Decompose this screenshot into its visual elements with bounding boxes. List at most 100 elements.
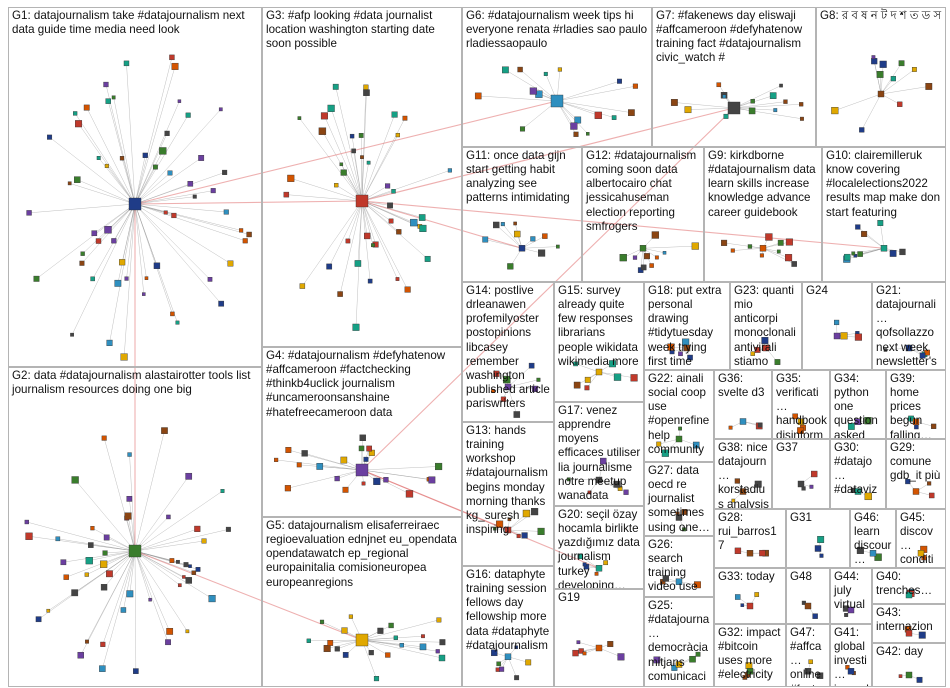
node-g3-11[interactable] [358,133,364,138]
hub-node-g10[interactable] [880,245,888,252]
node-g30-0[interactable] [864,492,872,501]
node-g22-3[interactable] [678,426,682,431]
node-g5-19[interactable] [421,634,425,639]
node-g4-8[interactable] [285,447,292,453]
node-g12-9[interactable] [640,264,647,271]
node-g4-2[interactable] [373,477,381,485]
node-g4-10[interactable] [316,463,324,470]
node-g3-8[interactable] [396,229,402,235]
node-g6-15[interactable] [517,66,523,73]
node-g2-26[interactable] [71,476,79,484]
node-g16-4[interactable] [525,659,532,666]
node-g3-21[interactable] [367,278,373,284]
node-g1-5[interactable] [239,228,244,233]
node-g1-23[interactable] [246,231,252,238]
node-g13-5[interactable] [522,509,531,518]
node-g14-2[interactable] [528,362,535,369]
node-g1-4[interactable] [207,277,213,282]
node-g5-12[interactable] [388,622,394,629]
node-g19-1[interactable] [576,640,581,645]
node-g5-15[interactable] [436,617,442,623]
node-g12-6[interactable] [619,254,627,262]
node-g12-7[interactable] [691,242,699,250]
node-g2-48[interactable] [85,557,93,565]
node-g3-22[interactable] [339,162,344,167]
node-g12-4[interactable] [649,263,654,268]
node-g6-16[interactable] [570,122,578,130]
node-g10-2[interactable] [889,250,897,257]
hub-node-g22[interactable] [675,435,683,443]
node-g2-6[interactable] [208,595,216,603]
node-g43-1[interactable] [918,631,926,639]
node-g3-35[interactable] [360,155,364,160]
node-g7-5[interactable] [779,83,783,88]
node-g2-31[interactable] [191,570,197,575]
node-g47-1[interactable] [816,672,824,679]
node-g17-0[interactable] [600,457,607,465]
hub-node-g39[interactable] [912,418,920,425]
node-g3-5[interactable] [410,218,418,227]
node-g3-39[interactable] [395,277,400,281]
node-g3-26[interactable] [395,132,400,138]
node-g9-4[interactable] [776,249,781,254]
node-g6-4[interactable] [611,115,617,120]
node-g8-0[interactable] [879,60,887,68]
node-g1-18[interactable] [242,238,248,244]
node-g9-1[interactable] [747,244,753,249]
node-g10-6[interactable] [857,251,863,257]
node-g1-9[interactable] [75,120,83,128]
node-g6-12[interactable] [594,111,602,119]
node-g9-7[interactable] [721,239,728,246]
hub-node-g16[interactable] [504,653,512,660]
node-g1-15[interactable] [124,276,129,281]
node-g16-6[interactable] [499,666,505,672]
node-g15-1[interactable] [584,385,590,391]
node-g14-6[interactable] [531,385,539,392]
hub-node-g13[interactable] [504,526,512,534]
node-g20-2[interactable] [582,562,587,567]
node-g1-43[interactable] [33,275,40,282]
node-g41-0[interactable] [845,665,850,670]
hub-node-g42[interactable] [905,671,913,679]
node-g6-13[interactable] [502,66,509,74]
hub-node-g9[interactable] [759,245,767,252]
node-g2-32[interactable] [71,589,79,597]
node-g1-35[interactable] [227,260,234,267]
node-g1-26[interactable] [153,262,161,269]
node-g7-6[interactable] [722,94,727,99]
hub-node-g33[interactable] [746,602,754,610]
node-g1-25[interactable] [142,292,146,296]
node-g8-9[interactable] [859,127,865,133]
node-g2-42[interactable] [124,512,132,520]
node-g1-30[interactable] [106,339,113,346]
node-g42-0[interactable] [916,676,923,683]
node-g1-52[interactable] [223,209,229,215]
hub-node-g27[interactable] [675,514,683,521]
node-g18-4[interactable] [667,343,675,351]
node-g2-10[interactable] [169,558,175,563]
node-g26-0[interactable] [694,581,701,589]
node-g2-1[interactable] [77,651,84,659]
node-g10-9[interactable] [844,253,851,261]
node-g3-33[interactable] [364,232,371,240]
node-g32-1[interactable] [742,675,748,680]
node-g3-25[interactable] [326,263,333,270]
hub-node-g11[interactable] [518,245,526,252]
node-g1-50[interactable] [171,212,177,219]
node-g38-1[interactable] [754,480,762,488]
node-g3-12[interactable] [352,323,360,331]
hub-node-g46[interactable] [869,550,877,557]
node-g1-0[interactable] [218,107,223,112]
node-g13-4[interactable] [531,508,539,516]
node-g6-7[interactable] [557,67,562,72]
node-g1-32[interactable] [163,210,168,215]
node-g29-1[interactable] [905,479,911,485]
node-g2-17[interactable] [88,542,94,548]
node-g3-20[interactable] [371,243,375,248]
node-g7-0[interactable] [769,92,777,99]
hub-node-g4[interactable] [355,463,369,477]
node-g39-0[interactable] [931,423,937,429]
node-g11-2[interactable] [513,221,517,226]
hub-node-g36[interactable] [739,418,747,425]
node-g19-2[interactable] [578,648,584,654]
